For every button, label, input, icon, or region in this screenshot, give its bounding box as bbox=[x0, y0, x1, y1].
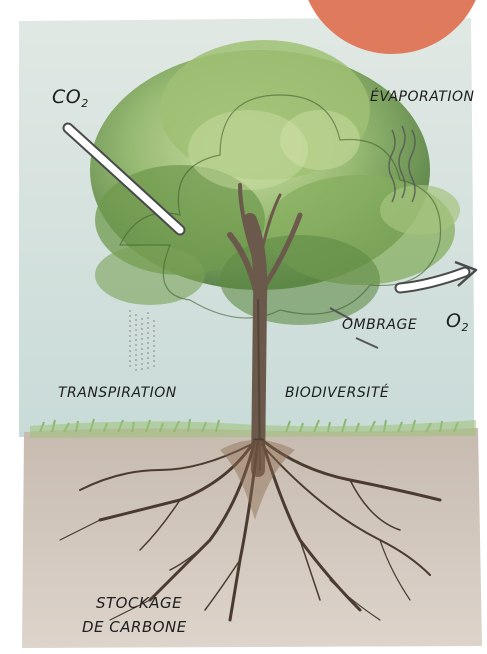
biodiversite-label: BIODIVERSITÉ bbox=[285, 386, 389, 400]
stockage-label-line1: STOCKAGE bbox=[96, 596, 182, 611]
co2-label: CO2 bbox=[52, 88, 89, 107]
o2-label-main: O bbox=[446, 310, 461, 332]
co2-label-main: CO bbox=[52, 86, 81, 108]
co2-label-sub: 2 bbox=[81, 97, 89, 110]
o2-label-sub: 2 bbox=[461, 321, 469, 334]
ombrage-label: OMBRAGE bbox=[342, 318, 417, 332]
evaporation-label: ÉVAPORATION bbox=[370, 90, 474, 104]
o2-label: O2 bbox=[446, 312, 469, 331]
stockage-label-line2: DE CARBONE bbox=[82, 620, 187, 635]
transpiration-label: TRANSPIRATION bbox=[58, 386, 177, 400]
